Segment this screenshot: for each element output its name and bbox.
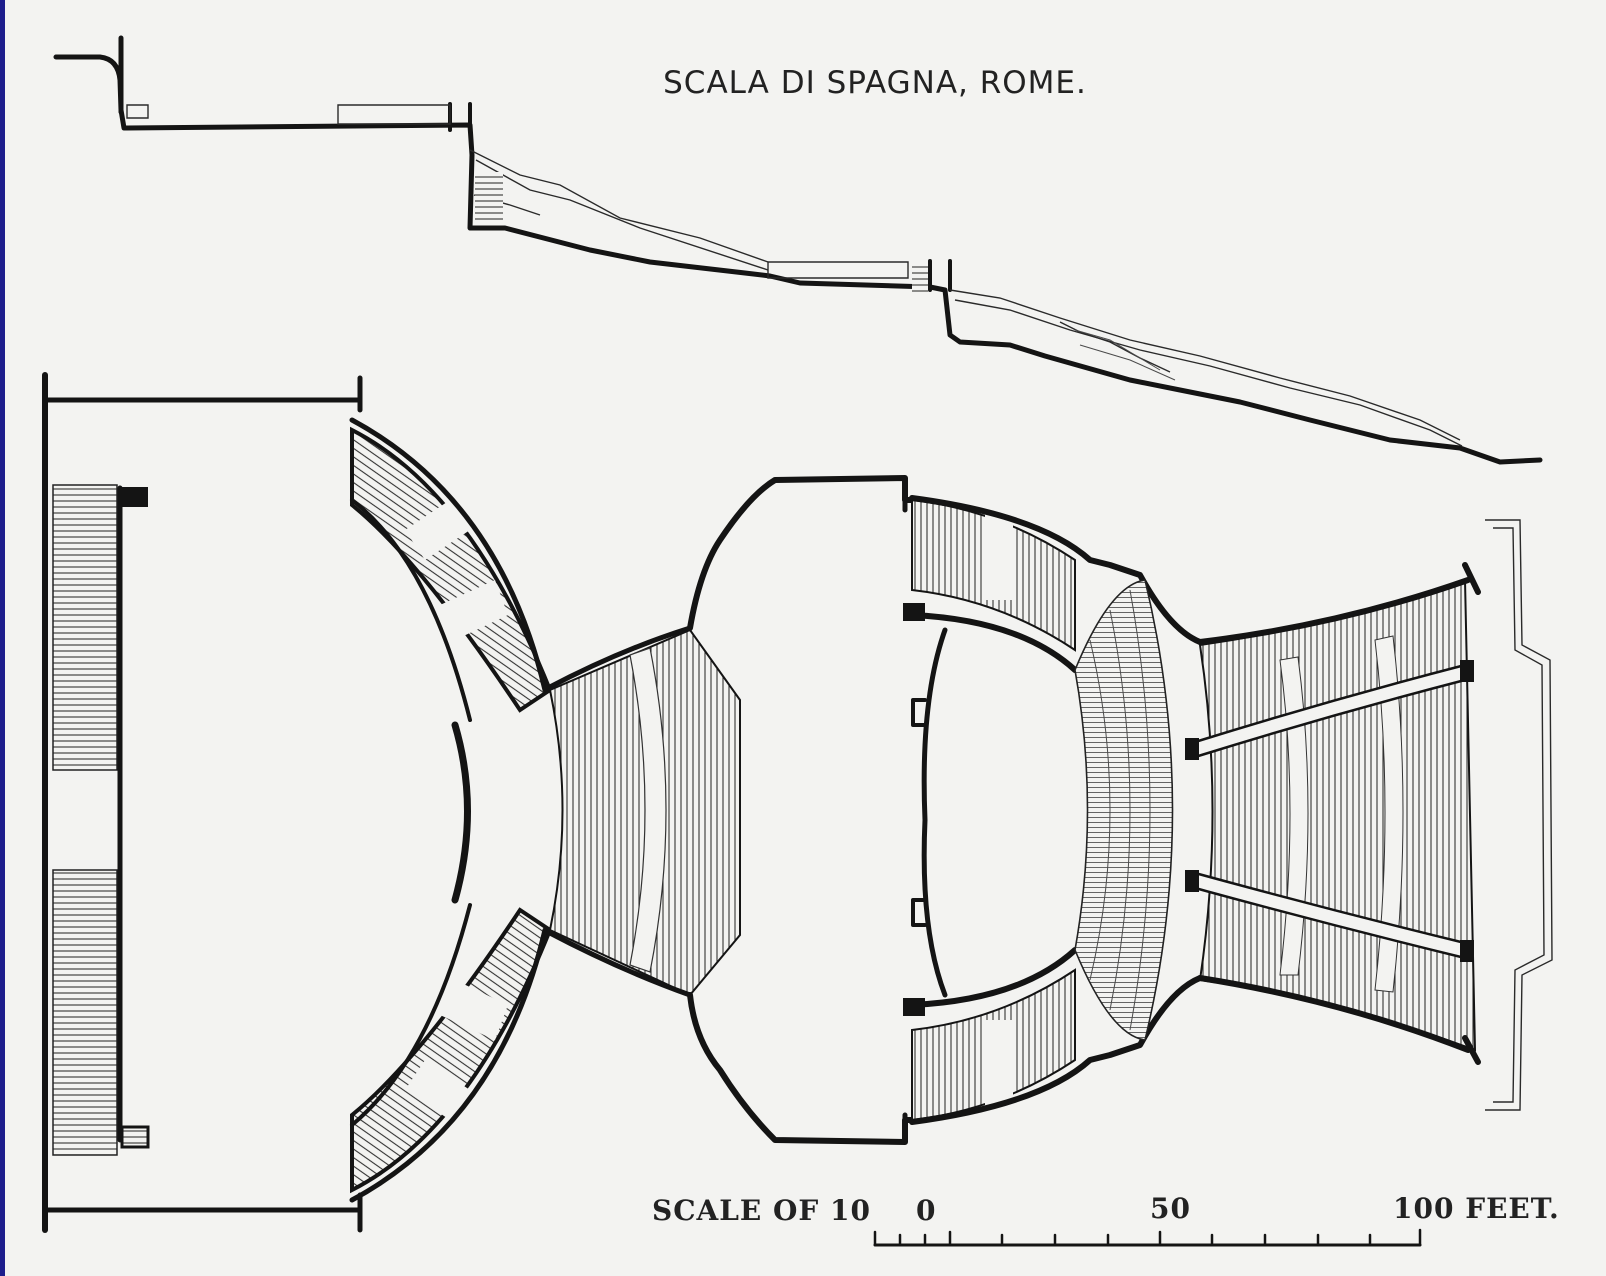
scale-hundred-label: 100 FEET. [1393,1192,1560,1225]
scale-bar: SCALE OF 10 0 50 100 FEET. [652,1192,1560,1247]
longitudinal-section [53,35,1543,465]
scale-fifty-label: 50 [1150,1192,1191,1225]
plan-view [42,372,1553,1233]
scale-zero-label: 0 [916,1194,936,1227]
drawing-title: SCALA DI SPAGNA, ROME. [663,65,1087,101]
left-border [0,0,5,1276]
scale-lead-label: SCALE OF 10 [652,1194,871,1227]
